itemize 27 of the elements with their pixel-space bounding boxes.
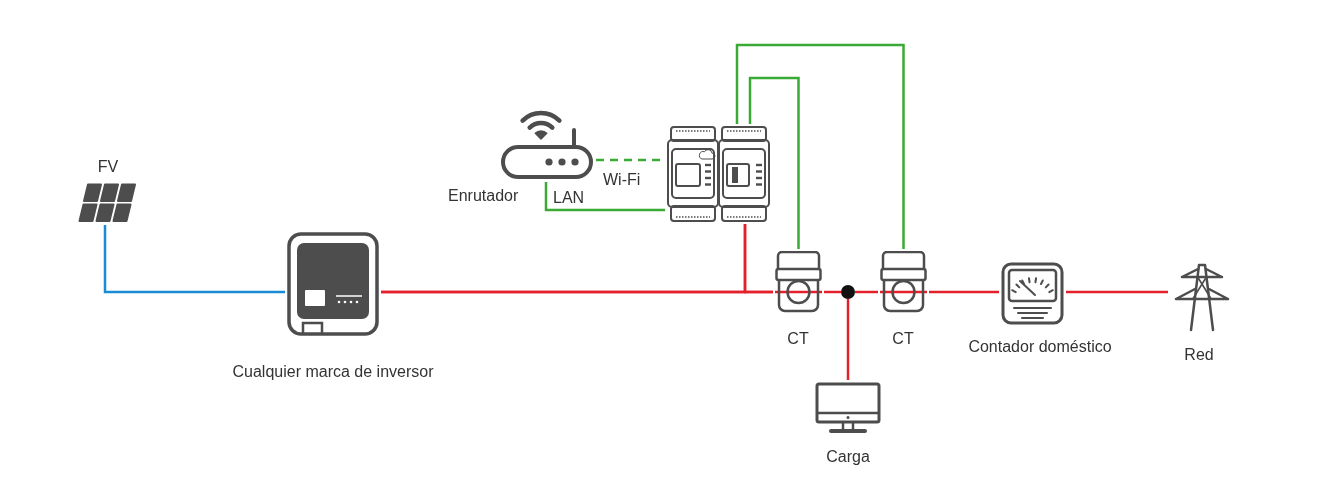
connector-line: [743, 224, 773, 294]
node-label: Red: [1184, 345, 1214, 364]
connector-line: [103, 225, 285, 294]
connector-line: [846, 299, 850, 380]
node-label: CT: [892, 329, 914, 348]
node-label: FV: [97, 157, 119, 176]
connector-line: [748, 76, 800, 249]
connector-line: [929, 290, 999, 294]
node-label: Contador doméstico: [968, 337, 1112, 356]
node-label: Carga: [826, 447, 870, 466]
connector-line: [544, 182, 665, 212]
current-clamp-icon: [775, 251, 822, 313]
junction-dot: [841, 285, 855, 299]
solar-panel-icon: [78, 183, 138, 223]
din-rail-meter-icon: [667, 126, 771, 222]
connector-line: [735, 43, 905, 249]
node-label: Enrutador: [448, 186, 519, 205]
node-label: Cualquier marca de inversor: [232, 362, 434, 381]
node-label: CT: [787, 329, 809, 348]
monitor-icon: [815, 382, 881, 434]
power-pylon-icon: [1174, 262, 1230, 332]
electricity-meter-icon: [1001, 262, 1064, 325]
inverter-icon: [287, 232, 379, 336]
connector-line: [855, 290, 878, 294]
router-icon: [500, 108, 594, 180]
connector-line: [1066, 290, 1168, 294]
current-clamp-icon: [880, 251, 927, 313]
